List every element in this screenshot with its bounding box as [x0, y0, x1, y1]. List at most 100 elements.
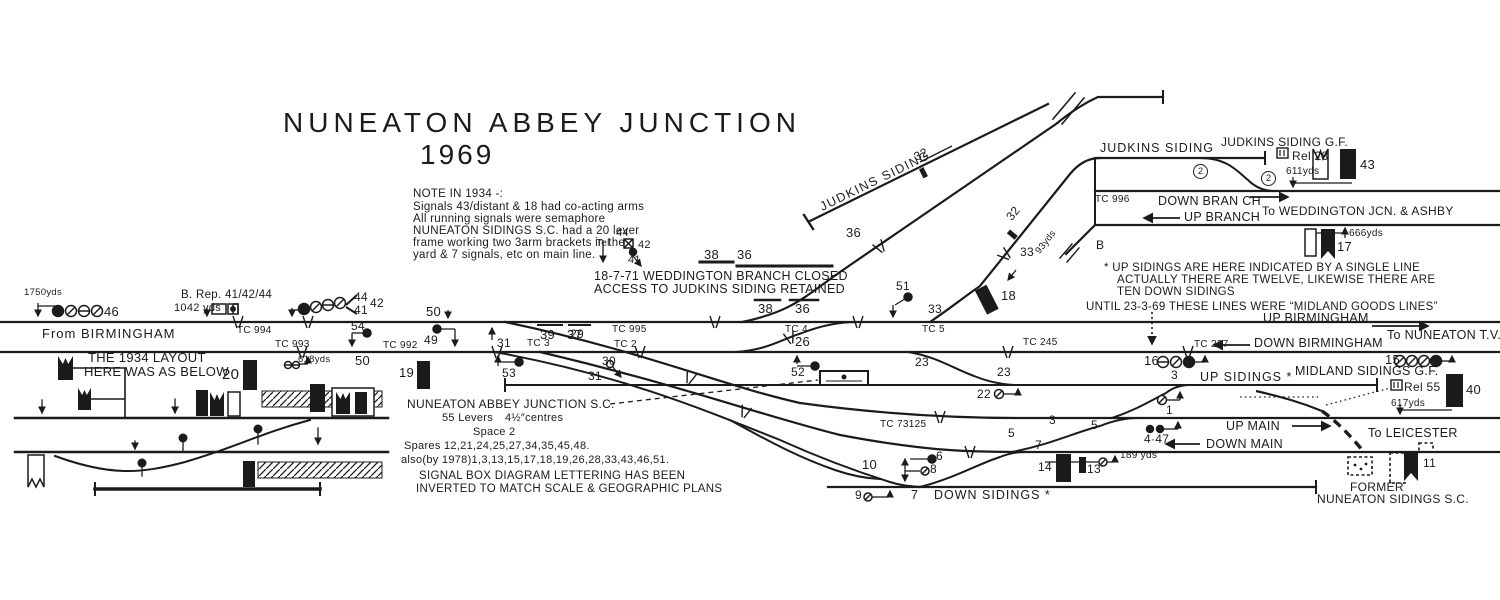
- note-1934-line6: yard & 7 signals, etc on main line.: [413, 249, 596, 261]
- up-main-label: UP MAIN: [1226, 419, 1280, 433]
- to-nuneaton-tv: To NUNEATON T.V.: [1387, 328, 1500, 342]
- signal-36-main: 36: [795, 301, 811, 316]
- track-circuit-breaks: [232, 239, 1194, 459]
- signal-15: 15: [1385, 352, 1401, 367]
- signal-41-cluster: 41: [628, 254, 641, 266]
- signal-51: 51: [896, 279, 910, 293]
- signal-13: 13: [1087, 462, 1101, 476]
- yardage-189: 189 yds: [1120, 450, 1158, 461]
- signal-11: 11: [1423, 456, 1437, 470]
- pointer-arrows: [34, 145, 1456, 498]
- signal-42-cluster: 42: [638, 239, 651, 251]
- until-note: UNTIL 23-3-69 THESE LINES WERE “MIDLAND …: [1086, 301, 1438, 313]
- signal-53: 53: [502, 366, 516, 380]
- points-2-upper: 2: [1193, 164, 1208, 179]
- signal-33-branch: 33: [1020, 245, 1034, 259]
- down-birmingham-label: DOWN BIRMINGHAM: [1254, 336, 1383, 350]
- signal-9: 9: [855, 488, 862, 502]
- down-sidings-label: DOWN SIDINGS *: [934, 488, 1051, 502]
- signal-50-upper: 50: [426, 304, 442, 319]
- rel-55: Rel 55: [1404, 380, 1441, 394]
- signal-7-crossover: 7: [1035, 438, 1042, 452]
- signal-52: 52: [791, 365, 805, 379]
- signal-42-group: 42: [370, 296, 384, 310]
- signal-19: 19: [399, 365, 415, 380]
- signal-8: 8: [930, 462, 937, 476]
- signal-23-upper: 23: [915, 355, 929, 369]
- signal-26: 26: [795, 334, 811, 349]
- signal-38-main: 38: [758, 301, 774, 316]
- yardage-618: 618yds: [298, 354, 331, 365]
- rel-28: Rel 28: [1292, 149, 1329, 163]
- block-repeater: B. Rep. 41/42/44: [181, 289, 273, 301]
- box-space: Space 2: [473, 426, 516, 438]
- signal-14: 14: [1038, 460, 1052, 474]
- signal-44-cluster: 44: [616, 227, 629, 239]
- down-main-label: DOWN MAIN: [1206, 437, 1283, 451]
- midland-sidings-gf: MIDLAND SIDINGS G.F.: [1295, 364, 1439, 378]
- up-branch-label: UP BRANCH: [1184, 210, 1261, 224]
- former-box-line1: FORMER: [1350, 480, 1404, 494]
- inset-1934-layout: [13, 356, 390, 496]
- yardage-93: 93yds: [1033, 228, 1059, 257]
- signal-41-group: 41: [354, 303, 368, 317]
- signal-10: 10: [862, 457, 878, 472]
- signal-23-lower: 23: [997, 365, 1011, 379]
- tc-73125: TC 73125: [880, 419, 927, 430]
- signal-4-47: 4·47: [1144, 432, 1170, 446]
- signal-49: 49: [424, 333, 438, 347]
- signal-box-symbol: [819, 370, 869, 386]
- direction-arrows: [1142, 191, 1430, 450]
- tc-237: TC 237: [1194, 339, 1229, 350]
- up-birmingham-label: UP BIRMINGHAM: [1263, 311, 1369, 325]
- signal-7-sidings: 7: [911, 488, 919, 502]
- tc-994: TC 994: [237, 325, 272, 336]
- signal-3-crossover: 3: [1049, 413, 1056, 427]
- weddington-note-line1: 18-7-71 WEDDINGTON BRANCH CLOSED: [594, 269, 848, 283]
- tc-4: TC 4: [785, 324, 808, 335]
- up-sidings-label: UP SIDINGS *: [1200, 370, 1293, 384]
- signal-32-lower: 32: [1003, 203, 1023, 224]
- signal-1: 1: [1166, 403, 1173, 417]
- box-spares: Spares 12,21,24,25,27,34,35,45,48.: [404, 440, 590, 452]
- page-title-line1: NUNEATON ABBEY JUNCTION: [283, 107, 801, 138]
- leicester-link-lines: [609, 312, 1391, 454]
- lettering-note-line2: INVERTED TO MATCH SCALE & GEOGRAPHIC PLA…: [416, 483, 723, 495]
- yardage-1042: 1042 yds: [174, 302, 222, 314]
- signal-5-left: 5: [1008, 426, 1015, 440]
- signal-16: 16: [1144, 353, 1160, 368]
- signal-46: 46: [104, 304, 120, 319]
- to-weddington: To WEDDINGTON JCN. & ASHBY: [1262, 204, 1454, 218]
- note-1934-line3: All running signals were semaphore: [413, 213, 606, 225]
- signal-5-right: 5: [1091, 418, 1098, 432]
- tc-992: TC 992: [383, 340, 418, 351]
- yardage-617: 617yds: [1391, 398, 1426, 409]
- signal-54: 54: [351, 319, 365, 333]
- box-name: NUNEATON ABBEY JUNCTION S.C.: [407, 397, 615, 411]
- note-1934-line2: Signals 43/distant & 18 had co-acting ar…: [413, 201, 645, 213]
- signal-6: 6: [936, 449, 943, 463]
- signal-33-main: 33: [928, 302, 942, 316]
- signal-17: 17: [1337, 239, 1353, 254]
- to-leicester: To LEICESTER: [1368, 426, 1458, 440]
- signal-29: 29: [570, 327, 584, 341]
- tc-245: TC 245: [1023, 337, 1058, 348]
- signal-44-group: 44: [354, 290, 368, 304]
- signal-43: 43: [1360, 157, 1376, 172]
- points-2-lower: 2: [1261, 171, 1276, 186]
- up-sidings-note-line3: TEN DOWN SIDINGS: [1117, 286, 1235, 298]
- inset-caption-line1: THE 1934 LAYOUT: [88, 350, 206, 365]
- yardage-1750: 1750yds: [24, 287, 63, 298]
- box-centres: 4½″centres: [505, 412, 564, 424]
- tel-label: Tel: [596, 238, 610, 249]
- signal-36-weddington: 36: [737, 247, 753, 262]
- signal-36-branch: 36: [846, 225, 862, 240]
- signal-38-weddington: 38: [704, 247, 720, 262]
- lettering-note-line1: SIGNAL BOX DIAGRAM LETTERING HAS BEEN: [419, 470, 686, 482]
- box-spares-also: also(by 1978)1,3,13,15,17,18,19,26,28,33…: [401, 454, 670, 466]
- note-1934-line5: frame working two 3arm brackets in the: [413, 237, 626, 249]
- signal-18: 18: [1001, 288, 1017, 303]
- weddington-note-line2: ACCESS TO JUDKINS SIDING RETAINED: [594, 282, 845, 296]
